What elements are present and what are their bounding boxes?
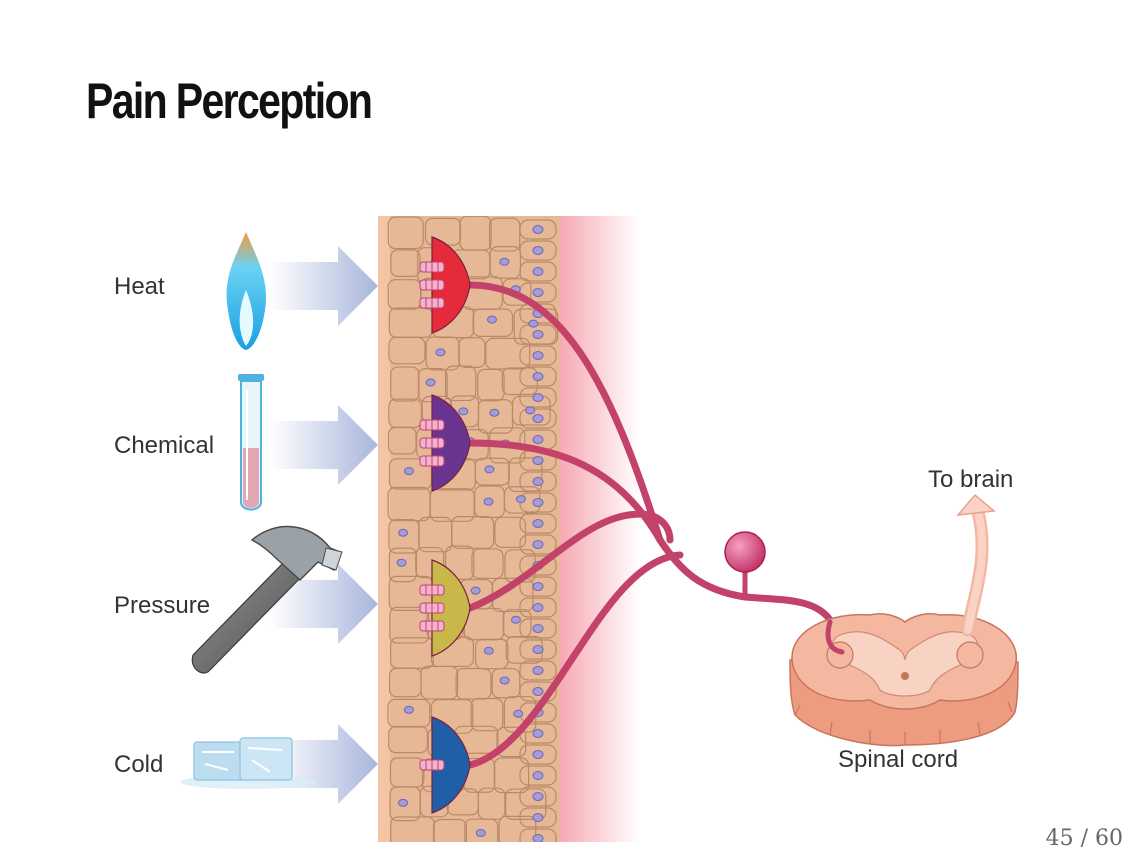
slide-title: Pain Perception [86, 73, 373, 129]
stimulus-label-cold: Cold [114, 751, 164, 778]
receptor-heat [419, 236, 471, 334]
receptor-pressure [419, 559, 471, 657]
skin-tissue [378, 216, 560, 842]
test-tube-icon [238, 374, 264, 511]
receptor-cold [419, 716, 471, 814]
arrow-heat [270, 246, 378, 326]
dorsal-root-ganglion [724, 531, 766, 596]
spinal-cord-label: Spinal cord [838, 746, 959, 773]
stimulus-label-chemical: Chemical [114, 432, 215, 459]
nociceptors [419, 236, 471, 814]
receptor-chemical [419, 394, 471, 492]
spinal-cord-icon [789, 613, 1019, 747]
arrow-pressure [270, 564, 378, 644]
hammer-icon [191, 525, 343, 674]
stimulus-label-heat: Heat [114, 273, 165, 300]
stimulus-label-pressure: Pressure [114, 592, 211, 619]
arrow-chemical [270, 405, 378, 485]
to-brain-arrow [956, 493, 996, 637]
ice-cube-icon [180, 737, 316, 789]
flame-icon [226, 232, 267, 350]
to-brain-label: To brain [928, 466, 1014, 493]
page-number: 45 / 60 [1045, 826, 1123, 851]
stimulus-arrows [270, 246, 378, 804]
nerve-fibers [466, 281, 834, 769]
